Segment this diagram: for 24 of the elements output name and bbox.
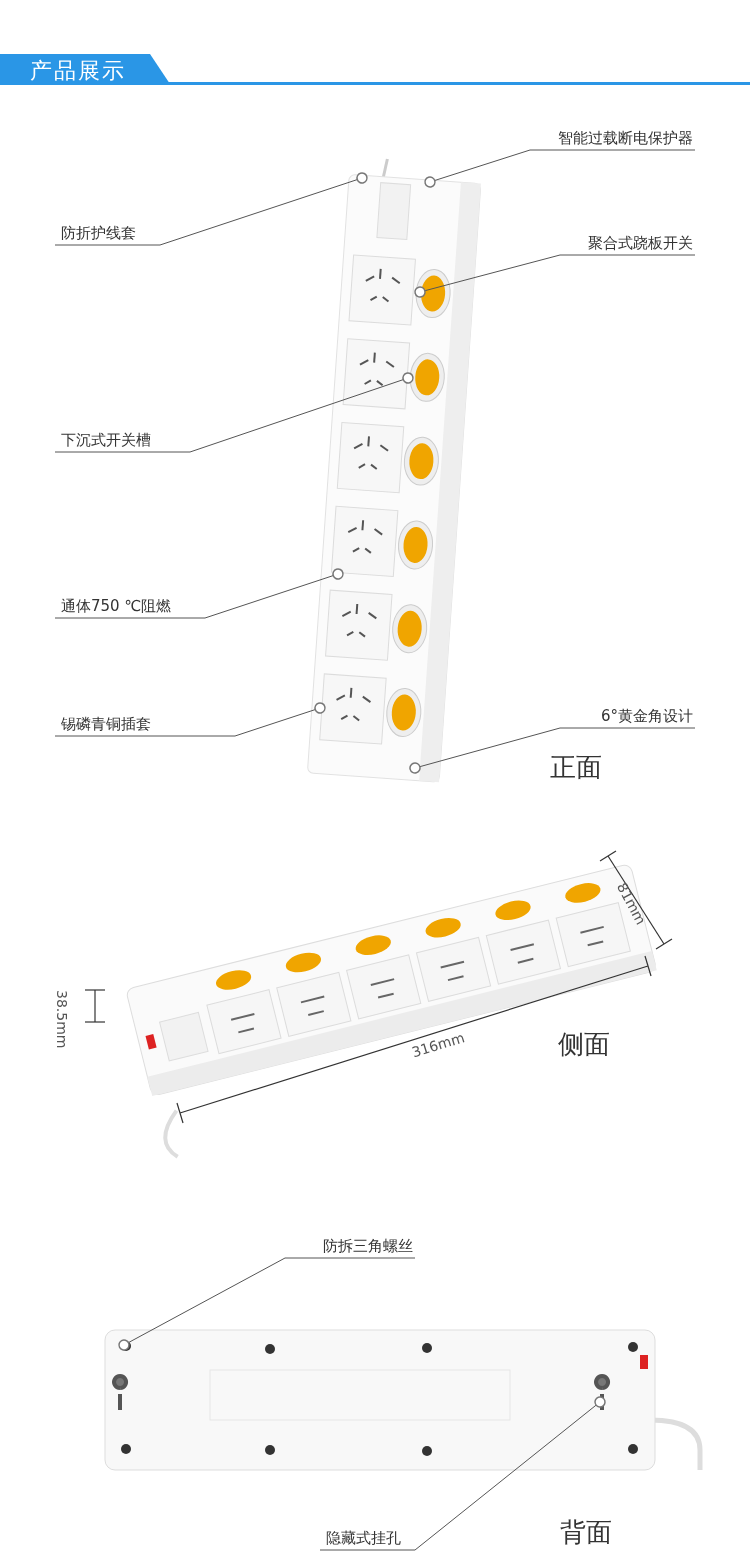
callout-label: 下沉式开关槽 bbox=[55, 430, 190, 452]
callout-label: 智能过载断电保护器 bbox=[530, 128, 695, 150]
dimension-label: 316mm bbox=[410, 1029, 467, 1061]
leader-line bbox=[54, 702, 326, 737]
leader-line bbox=[118, 1257, 416, 1351]
leader-line bbox=[409, 727, 696, 774]
callout-label: 隐藏式挂孔 bbox=[320, 1528, 415, 1550]
leader-line bbox=[54, 372, 414, 453]
leader-line bbox=[54, 568, 344, 619]
callout-label: 通体750 ℃阻燃 bbox=[55, 596, 205, 618]
callout-label: 6°黄金角设计 bbox=[560, 706, 695, 728]
view-label: 侧面 bbox=[558, 1028, 610, 1061]
leader-line bbox=[424, 149, 696, 188]
callout-label: 聚合式跷板开关 bbox=[560, 233, 695, 255]
callout-label: 锡磷青铜插套 bbox=[55, 714, 235, 736]
leader-line bbox=[414, 254, 696, 298]
callout-label: 防折护线套 bbox=[55, 223, 160, 245]
dimension-label: 38.5mm bbox=[54, 990, 70, 1049]
section-title: 产品展示 bbox=[30, 58, 126, 84]
view-label: 正面 bbox=[550, 751, 602, 784]
leader-line bbox=[54, 172, 368, 246]
leader-line bbox=[319, 1396, 606, 1551]
callout-label: 防拆三角螺丝 bbox=[285, 1236, 415, 1258]
view-label: 背面 bbox=[560, 1516, 612, 1549]
